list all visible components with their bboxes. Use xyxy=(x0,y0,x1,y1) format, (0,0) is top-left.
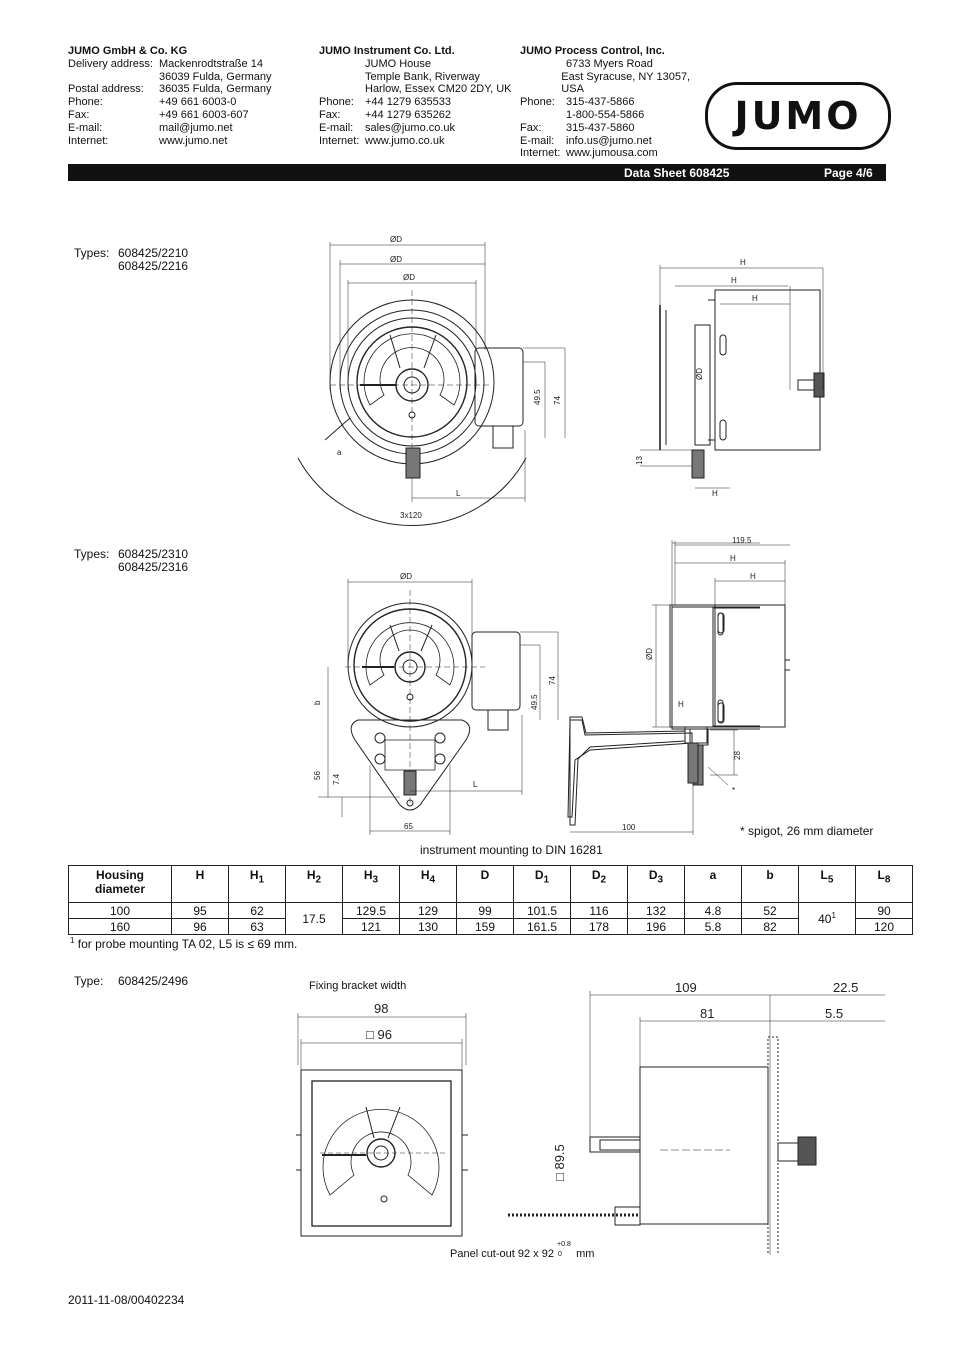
bracket-label: Fixing bracket width xyxy=(309,980,407,992)
svg-text:109: 109 xyxy=(675,980,697,995)
svg-text:74: 74 xyxy=(553,396,562,405)
svg-text:ØD: ØD xyxy=(400,572,412,581)
address-line: East Syracuse, NY 13057, USA xyxy=(561,70,691,96)
spigot-note: * spigot, 26 mm diameter xyxy=(740,824,874,838)
svg-text:H: H xyxy=(731,276,737,285)
svg-text:28: 28 xyxy=(733,751,742,760)
svg-text:H: H xyxy=(678,700,684,709)
table-header: Housing diameter xyxy=(68,865,172,903)
address-line: E-mail:info.us@jumo.net xyxy=(520,134,652,147)
table-row: 100 95 62 17.5 129.5 129 99 101.5 116 13… xyxy=(68,902,913,935)
svg-text:ØD: ØD xyxy=(645,648,654,660)
table-header: D3 xyxy=(627,865,685,903)
table-footnote: 1 for probe mounting TA 02, L5 is ≤ 69 m… xyxy=(70,936,298,951)
title-bar: Data Sheet 608425 Page 4/6 xyxy=(68,164,886,181)
svg-text:ØD: ØD xyxy=(695,368,704,380)
svg-text:119.5: 119.5 xyxy=(732,536,752,545)
address-line: Delivery address:Mackenrodtstraße 14 xyxy=(68,57,263,70)
types-section-2: Types: 608425/2310 608425/2316 xyxy=(74,547,189,574)
svg-text:*: * xyxy=(732,786,735,795)
svg-text:□ 96: □ 96 xyxy=(366,1027,392,1042)
mounting-note: instrument mounting to DIN 16281 xyxy=(420,843,603,857)
table-row: 160 96 63 121 130 159 161.5 178 196 5.8 … xyxy=(68,918,913,935)
company-address-germany: JUMO GmbH & Co. KG Delivery address:Mack… xyxy=(68,45,308,147)
address-line: Postal address:36035 Fulda, Germany xyxy=(68,83,272,96)
svg-text:a: a xyxy=(337,448,342,457)
address-line: Phone:+44 1279 635533 xyxy=(319,96,451,109)
address-line: Phone:315-437-5866 xyxy=(520,96,635,109)
address-line: JUMO House xyxy=(365,57,432,70)
company-address-usa: JUMO Process Control, Inc. 6733 Myers Ro… xyxy=(520,45,700,160)
svg-text:L: L xyxy=(456,489,461,498)
svg-text:56: 56 xyxy=(313,771,322,780)
table-header: D xyxy=(456,865,514,903)
address-line: Fax:+49 661 6003-607 xyxy=(68,108,249,121)
svg-text:65: 65 xyxy=(404,822,413,831)
svg-text:49.5: 49.5 xyxy=(530,694,539,710)
svg-text:13: 13 xyxy=(635,456,644,465)
dimension-table: Housing diameter H H1 H2 H3 H4 D D1 D2 D… xyxy=(68,865,913,935)
svg-text:L: L xyxy=(473,780,478,789)
svg-text:H: H xyxy=(740,258,746,267)
svg-text:H: H xyxy=(730,554,736,563)
address-line: E-mail:mail@jumo.net xyxy=(68,121,233,134)
table-header: H xyxy=(171,865,229,903)
drawing-types-2310-side: 119.5 H H ØD H 28 100 * xyxy=(569,536,790,835)
svg-text:3x120: 3x120 xyxy=(400,511,422,520)
svg-text:b: b xyxy=(313,700,322,705)
svg-text:81: 81 xyxy=(700,1006,714,1021)
address-line: Internet:www.jumo.co.uk xyxy=(319,134,445,147)
company-name: JUMO Process Control, Inc. xyxy=(520,45,665,57)
svg-text:□ 89.5: □ 89.5 xyxy=(552,1144,567,1181)
drawing-types-2210: ØD ØD ØD 49.5 74 L 3x120 a H H H ØD 13 H xyxy=(297,235,825,527)
address-line: 1-800-554-5866 xyxy=(566,108,645,121)
svg-text:74: 74 xyxy=(548,676,557,685)
address-line: 6733 Myers Road xyxy=(566,57,653,70)
table-header: L8 xyxy=(855,865,913,903)
document-id: 2011-11-08/00402234 xyxy=(68,1293,185,1307)
table-header: a xyxy=(684,865,742,903)
svg-text:ØD: ØD xyxy=(403,273,415,282)
svg-text:22.5: 22.5 xyxy=(833,980,858,995)
svg-text:7.4: 7.4 xyxy=(332,773,341,785)
svg-text:H: H xyxy=(750,572,756,581)
drawing-2496-front: 98 □ 96 xyxy=(296,1001,468,1237)
data-sheet-number: Data Sheet 608425 xyxy=(624,166,730,180)
table-header: H4 xyxy=(399,865,457,903)
jumo-logo: JUMO xyxy=(705,82,891,150)
svg-text:ØD: ØD xyxy=(390,235,402,244)
table-header: b xyxy=(741,865,799,903)
table-header-row: Housing diameter H H1 H2 H3 H4 D D1 D2 D… xyxy=(68,865,913,903)
address-line: Temple Bank, Riverway xyxy=(365,70,480,83)
types-section-1: Types: 608425/2210 608425/2216 xyxy=(74,246,189,273)
page-number: Page 4/6 xyxy=(824,166,873,180)
table-header: D1 xyxy=(513,865,571,903)
table-header: D2 xyxy=(570,865,628,903)
address-line: Fax:315-437-5860 xyxy=(520,121,635,134)
table-header: H1 xyxy=(228,865,286,903)
company-name: JUMO Instrument Co. Ltd. xyxy=(319,45,455,57)
address-line: Internet:www.jumousa.com xyxy=(520,147,658,160)
svg-text:5.5: 5.5 xyxy=(825,1006,843,1021)
address-line: E-mail:sales@jumo.co.uk xyxy=(319,121,456,134)
address-line: Harlow, Essex CM20 2DY, UK xyxy=(365,83,512,96)
company-name: JUMO GmbH & Co. KG xyxy=(68,45,188,57)
table-header: H3 xyxy=(342,865,400,903)
panel-cutout-note: Panel cut-out 92 x 92 +0.8 0 mm xyxy=(450,1241,595,1260)
types-section-3: Type: 608425/2496 xyxy=(74,974,189,988)
address-line: Internet:www.jumo.net xyxy=(68,134,228,147)
address-line: Phone:+49 661 6003-0 xyxy=(68,96,237,109)
svg-text:H: H xyxy=(712,489,718,498)
address-line: 36039 Fulda, Germany xyxy=(159,70,272,83)
drawing-2496-side: 109 22.5 81 5.5 □ 89.5 xyxy=(508,980,885,1255)
svg-text:98: 98 xyxy=(374,1001,388,1016)
svg-text:49.5: 49.5 xyxy=(533,389,542,405)
svg-text:ØD: ØD xyxy=(390,255,402,264)
table-header: L5 xyxy=(798,865,856,903)
table-header: H2 xyxy=(285,865,343,903)
svg-text:100: 100 xyxy=(622,823,636,832)
address-line: Fax:+44 1279 635262 xyxy=(319,108,451,121)
svg-text:H: H xyxy=(752,294,758,303)
